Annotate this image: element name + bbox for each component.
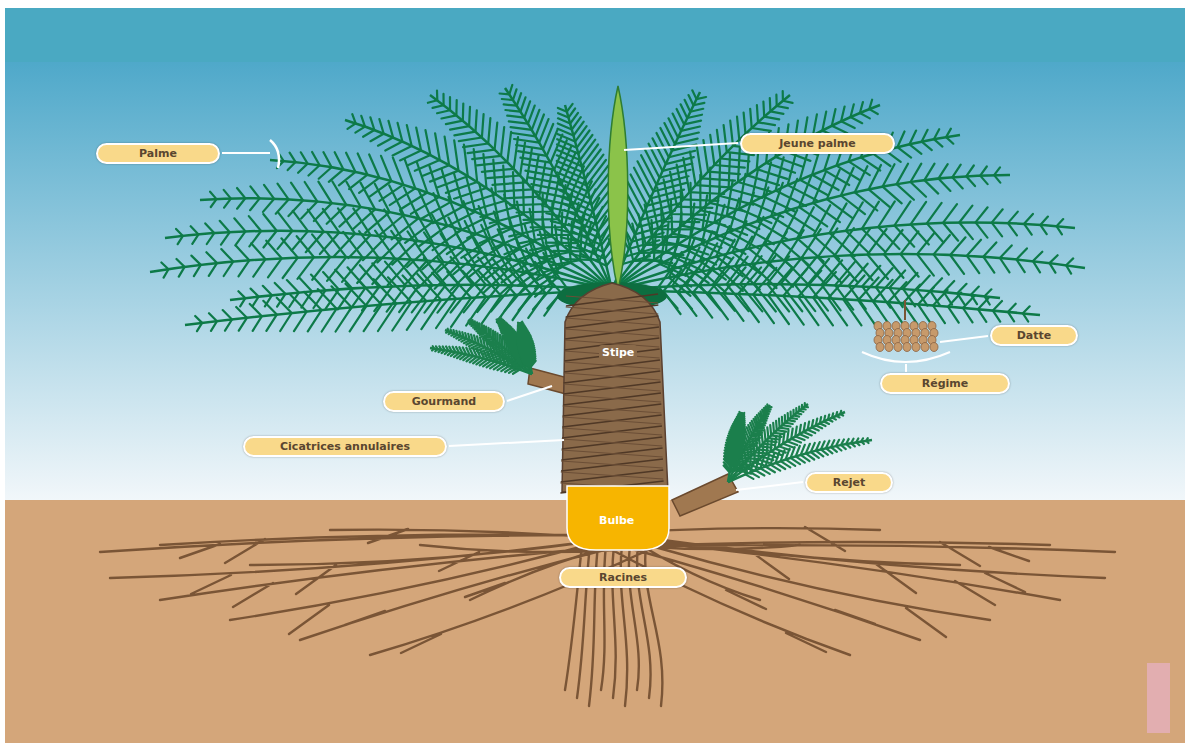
callout-pill: Datte [990,325,1078,346]
callout-pill: Gourmand [383,391,505,412]
scar-line [565,316,658,328]
leader-lines [222,143,988,490]
scar-line [564,362,660,369]
scar-line [564,371,661,383]
scar-line [563,404,662,416]
sky [5,8,1185,502]
bunch-bracket [862,352,950,362]
callout-label: Gourmand [412,395,476,408]
scar-line [562,417,661,424]
callout-label: Jeune palme [779,137,856,150]
roots [100,527,1115,706]
root-lines [100,527,1115,706]
callout-pill: Rejet [805,472,893,493]
callout-label: Régime [922,377,969,390]
date-fruit [894,343,902,352]
frond-rachis [612,284,1000,298]
date-fruit [921,343,929,352]
scar-line [561,461,663,468]
callout-label: Datte [1017,329,1052,342]
scar-line [565,329,659,336]
trunk [562,283,668,492]
scar-line [565,327,659,339]
scar-line [561,472,664,479]
corner-mark [1147,663,1170,733]
scar-line [561,448,662,460]
scar-line [562,415,661,427]
scar-line [566,305,659,317]
annual-scars [560,294,663,493]
callout-pill: Racines [559,567,687,588]
offshoot [672,403,872,516]
callout-label: Cicatrices annulaires [280,440,410,453]
young-frond [608,86,628,290]
scar-line [566,296,658,303]
date-fruit [876,343,884,352]
scar-line [563,406,662,413]
frond-leaflets [654,129,954,269]
header-band [5,8,1185,62]
frond-rachis [430,95,612,290]
frond-leaflets [724,412,745,473]
scar-line [566,294,658,306]
callout-label: Rejet [833,476,865,489]
date-fruit [930,343,938,352]
scar-line [566,307,659,314]
frond-bracket [270,140,279,168]
callout-pill: Palme [96,143,220,164]
date-bunch [874,300,938,352]
scar-line [561,450,662,457]
scar-line [562,437,663,449]
bunch-stalk [904,300,906,320]
scar-line [564,373,661,380]
date-fruit [903,343,911,352]
part-label: Stipe [599,345,637,360]
part-label: Bulbe [596,513,637,528]
bulb [567,486,669,550]
frond-rachis [230,285,612,300]
sucker-shoot [430,317,568,394]
callout-pill: Cicatrices annulaires [243,436,447,457]
scar-line [563,384,660,391]
frond-leaflets [517,322,535,368]
callout-pill: Jeune palme [740,133,895,154]
scar-line [565,318,658,325]
callout-pill: Régime [880,373,1010,394]
callout-label: Palme [139,147,177,160]
scar-line [563,382,660,394]
scar-line [562,426,662,438]
scar-line [564,360,660,372]
scar-line [561,470,664,482]
scar-line [562,439,663,446]
scar-line [561,459,663,471]
scar-line [563,395,661,402]
scar-line [562,428,662,435]
callout-label: Racines [599,571,647,584]
scar-line [563,393,661,405]
date-fruit [912,343,920,352]
date-fruit [885,343,893,352]
